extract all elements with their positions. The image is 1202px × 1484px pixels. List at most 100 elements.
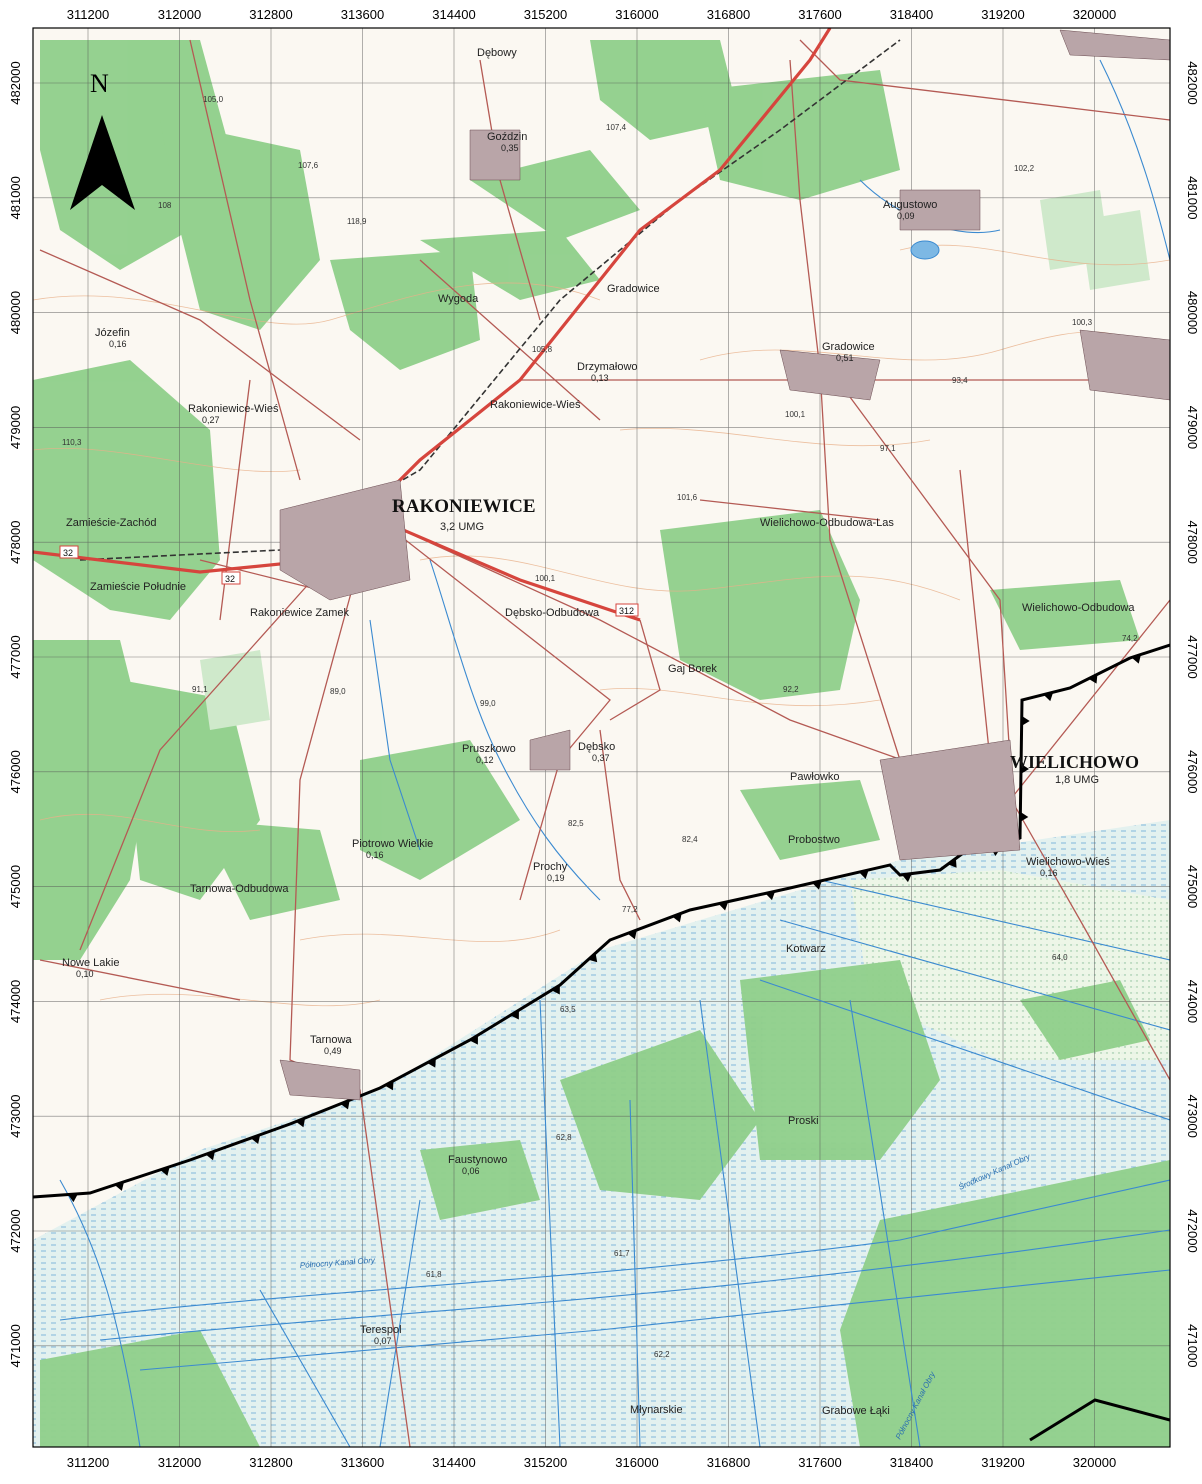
x-tick-label: 318400 [890, 7, 933, 22]
spot-height: 107,4 [606, 123, 627, 132]
village-name: Kotwarz [786, 943, 826, 955]
village: Zamieście Południe [90, 581, 186, 593]
x-tick-label: 314400 [432, 1455, 475, 1470]
y-tick-label: 478000 [8, 521, 23, 564]
boundary-tooth [469, 1035, 478, 1045]
boundary-teeth [67, 654, 1141, 1203]
village-name: Goździn [487, 131, 527, 143]
x-tick-label: 318400 [890, 1455, 933, 1470]
boundary-tooth [901, 873, 912, 883]
village-name: Augustowo [883, 199, 937, 211]
x-tick-label: 320000 [1073, 7, 1116, 22]
boundary-tooth [858, 869, 869, 879]
x-tick-label: 312000 [158, 7, 201, 22]
y-tick-label: 480000 [8, 291, 23, 334]
boundary-tooth [1021, 715, 1030, 726]
x-tick-label: 314400 [432, 7, 475, 22]
village-name: Proski [788, 1115, 819, 1127]
village-population: 0,16 [109, 339, 127, 349]
y-tick-label: 474000 [8, 980, 23, 1023]
spot-height: 105,8 [532, 345, 553, 354]
village-name: Terespol [360, 1324, 402, 1336]
boundary-tooth [67, 1193, 78, 1203]
north-label: N [90, 69, 109, 98]
x-tick-label: 312800 [249, 7, 292, 22]
x-tick-label: 316800 [707, 1455, 750, 1470]
x-tick-label: 311200 [67, 1455, 109, 1470]
village: Pawłowko [790, 771, 840, 783]
boundary-tooth [340, 1100, 350, 1110]
village-population: 0,49 [324, 1046, 342, 1056]
boundary-tooth [427, 1058, 436, 1068]
spot-height: 100,1 [535, 574, 556, 583]
spot-height: 61,8 [426, 1270, 442, 1279]
y-tick-label: 479000 [1185, 406, 1200, 449]
spot-height: 105,0 [203, 95, 224, 104]
village-population: 0,16 [1040, 868, 1058, 878]
spot-height: 82,5 [568, 819, 584, 828]
village-name: Piotrowo Wielkie [352, 838, 433, 850]
y-tick-label: 482000 [8, 61, 23, 104]
boundary-tooth [1043, 692, 1054, 702]
road-number-32: 32 [221, 571, 241, 585]
village-population: 0,07 [374, 1336, 392, 1346]
boundary-tooth [1020, 763, 1030, 774]
town-rakoniewice: RAKONIEWICE 3,2 UMG [392, 496, 536, 533]
village-population: 0,37 [592, 753, 610, 763]
village: Kotwarz [786, 943, 826, 955]
village: Zamieście-Zachód [66, 517, 156, 529]
town-wielichowo: WIELICHOWO 1,8 UMG [1010, 752, 1139, 786]
boundary-tooth [250, 1134, 261, 1144]
village-population: 0,35 [501, 143, 519, 153]
x-tick-label: 313600 [341, 1455, 384, 1470]
village-name: Dębsko-Odbudowa [505, 607, 600, 619]
x-tick-label: 315200 [524, 7, 567, 22]
village-name: Wielichowo-Wieś [1026, 856, 1110, 868]
spot-height: 108 [158, 201, 172, 210]
boundary-tooth [718, 901, 729, 911]
village: Tarnowa-Odbudowa [190, 883, 289, 895]
spot-heights: 105,0107,6118,9105,8100,192,289,099,091,… [62, 95, 1138, 1359]
coordinate-grid [33, 28, 1170, 1447]
village-name: Rakoniewice Zamek [250, 607, 350, 619]
y-tick-labels-right: 4820004810004800004790004780004770004760… [1185, 61, 1200, 1367]
x-tick-label: 316800 [707, 7, 750, 22]
village-population: 0,27 [202, 415, 220, 425]
village-name: Gradowice [822, 341, 875, 353]
village-population: 0,19 [547, 873, 565, 883]
spot-height: 61,7 [614, 1249, 630, 1258]
village-name: Tarnowa [310, 1034, 352, 1046]
village-name: Nowe Lakie [62, 957, 119, 969]
built-up-areas [279, 29, 1170, 1101]
y-tick-label: 473000 [1185, 1095, 1200, 1138]
spot-height: 92,2 [783, 685, 799, 694]
x-tick-label: 316000 [615, 1455, 658, 1470]
spot-height: 63,5 [560, 1005, 576, 1014]
village: Rakoniewice Zamek [250, 607, 350, 619]
x-tick-label: 317600 [798, 7, 841, 22]
village-name: Drzymałowo [577, 361, 638, 373]
x-tick-label: 312000 [158, 1455, 201, 1470]
spot-height: 89,0 [330, 687, 346, 696]
y-tick-label: 477000 [1185, 635, 1200, 678]
map-border [32, 27, 1171, 1448]
boundary-tooth [947, 858, 957, 868]
x-tick-label: 313600 [341, 7, 384, 22]
town-name: RAKONIEWICE [392, 496, 536, 517]
spot-height: 97,1 [880, 444, 896, 453]
spot-height: 100,1 [785, 410, 806, 419]
village: Probostwo [788, 834, 840, 846]
y-tick-label: 471000 [1185, 1324, 1200, 1367]
spot-height: 93,4 [952, 376, 968, 385]
village-name: Faustynowo [448, 1154, 507, 1166]
village: Gradowice [607, 283, 660, 295]
boundary-tooth [551, 985, 560, 995]
